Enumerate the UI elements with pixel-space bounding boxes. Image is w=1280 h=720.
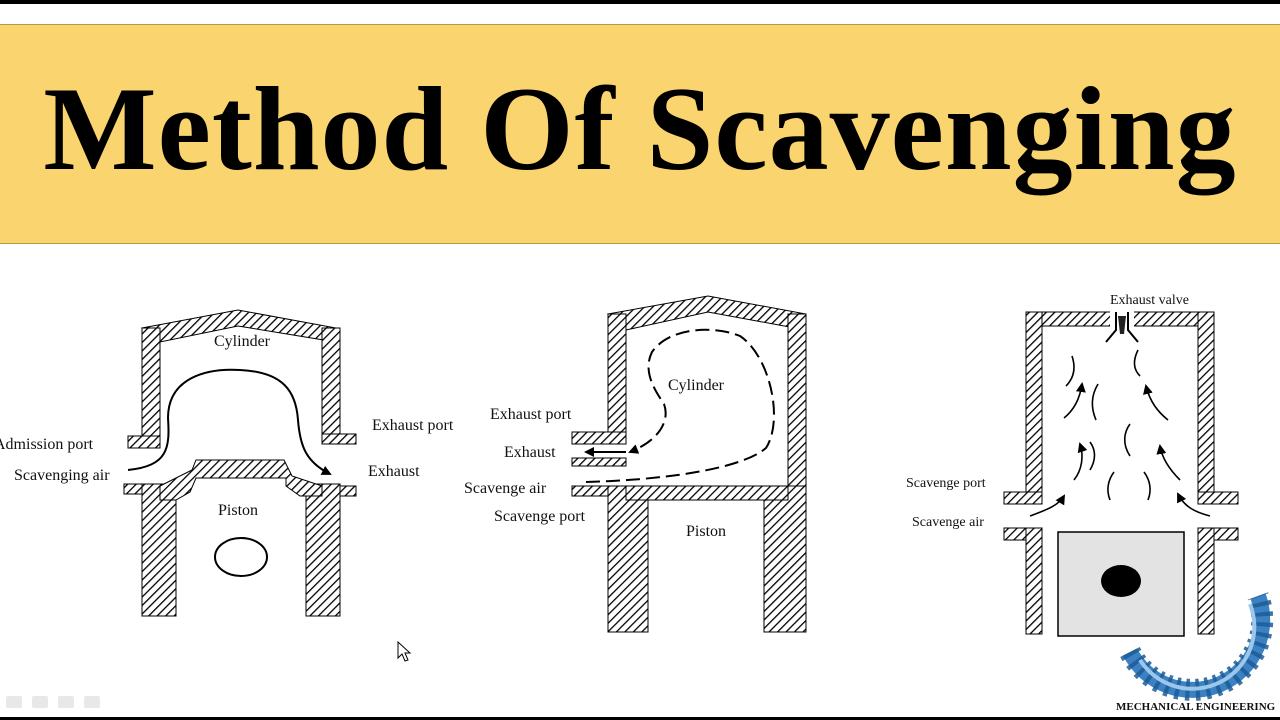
diag2-scavenge-air-label: Scavenge air	[464, 480, 547, 497]
diag1-scavenging-air-label: Scavenging air	[14, 467, 110, 484]
diag1-exhaust-port-label: Exhaust port	[372, 417, 454, 434]
loop-scavenging-diagram	[571, 295, 807, 633]
diag3-exhaust-valve-label: Exhaust valve	[1110, 293, 1189, 308]
diag1-cylinder-label: Cylinder	[214, 333, 271, 350]
diag3-scavenge-air-label: Scavenge air	[912, 515, 984, 530]
diag1-exhaust-label: Exhaust	[368, 463, 420, 480]
page-title: Method Of Scavenging	[43, 62, 1237, 195]
top-border	[0, 0, 1280, 4]
slides-icon[interactable]	[58, 696, 74, 708]
diag2-scavenge-port-label: Scavenge port	[494, 508, 586, 525]
forward-arrow-icon[interactable]	[84, 696, 100, 708]
diag1-admission-port-label: Admission port	[0, 436, 94, 453]
diag1-piston-label: Piston	[218, 502, 258, 519]
logo-text: MECHANICAL ENGINEERING	[1116, 701, 1276, 713]
mouse-cursor-icon	[397, 640, 412, 662]
title-banner	[0, 24, 1280, 244]
uniflow-scavenging-diagram	[1003, 310, 1239, 637]
diag2-exhaust-port-label: Exhaust port	[490, 406, 572, 423]
slide-toolbar	[6, 696, 100, 712]
bottom-border	[0, 717, 1280, 720]
diag2-exhaust-label: Exhaust	[504, 444, 556, 461]
diag3-scavenge-port-label: Scavenge port	[906, 476, 986, 491]
pen-icon[interactable]	[32, 696, 48, 708]
back-arrow-icon[interactable]	[6, 696, 22, 708]
gear-logo	[1120, 592, 1274, 701]
diag2-piston-label: Piston	[686, 523, 726, 540]
diag2-cylinder-label: Cylinder	[668, 377, 725, 394]
cross-scavenging-diagram	[123, 309, 357, 617]
